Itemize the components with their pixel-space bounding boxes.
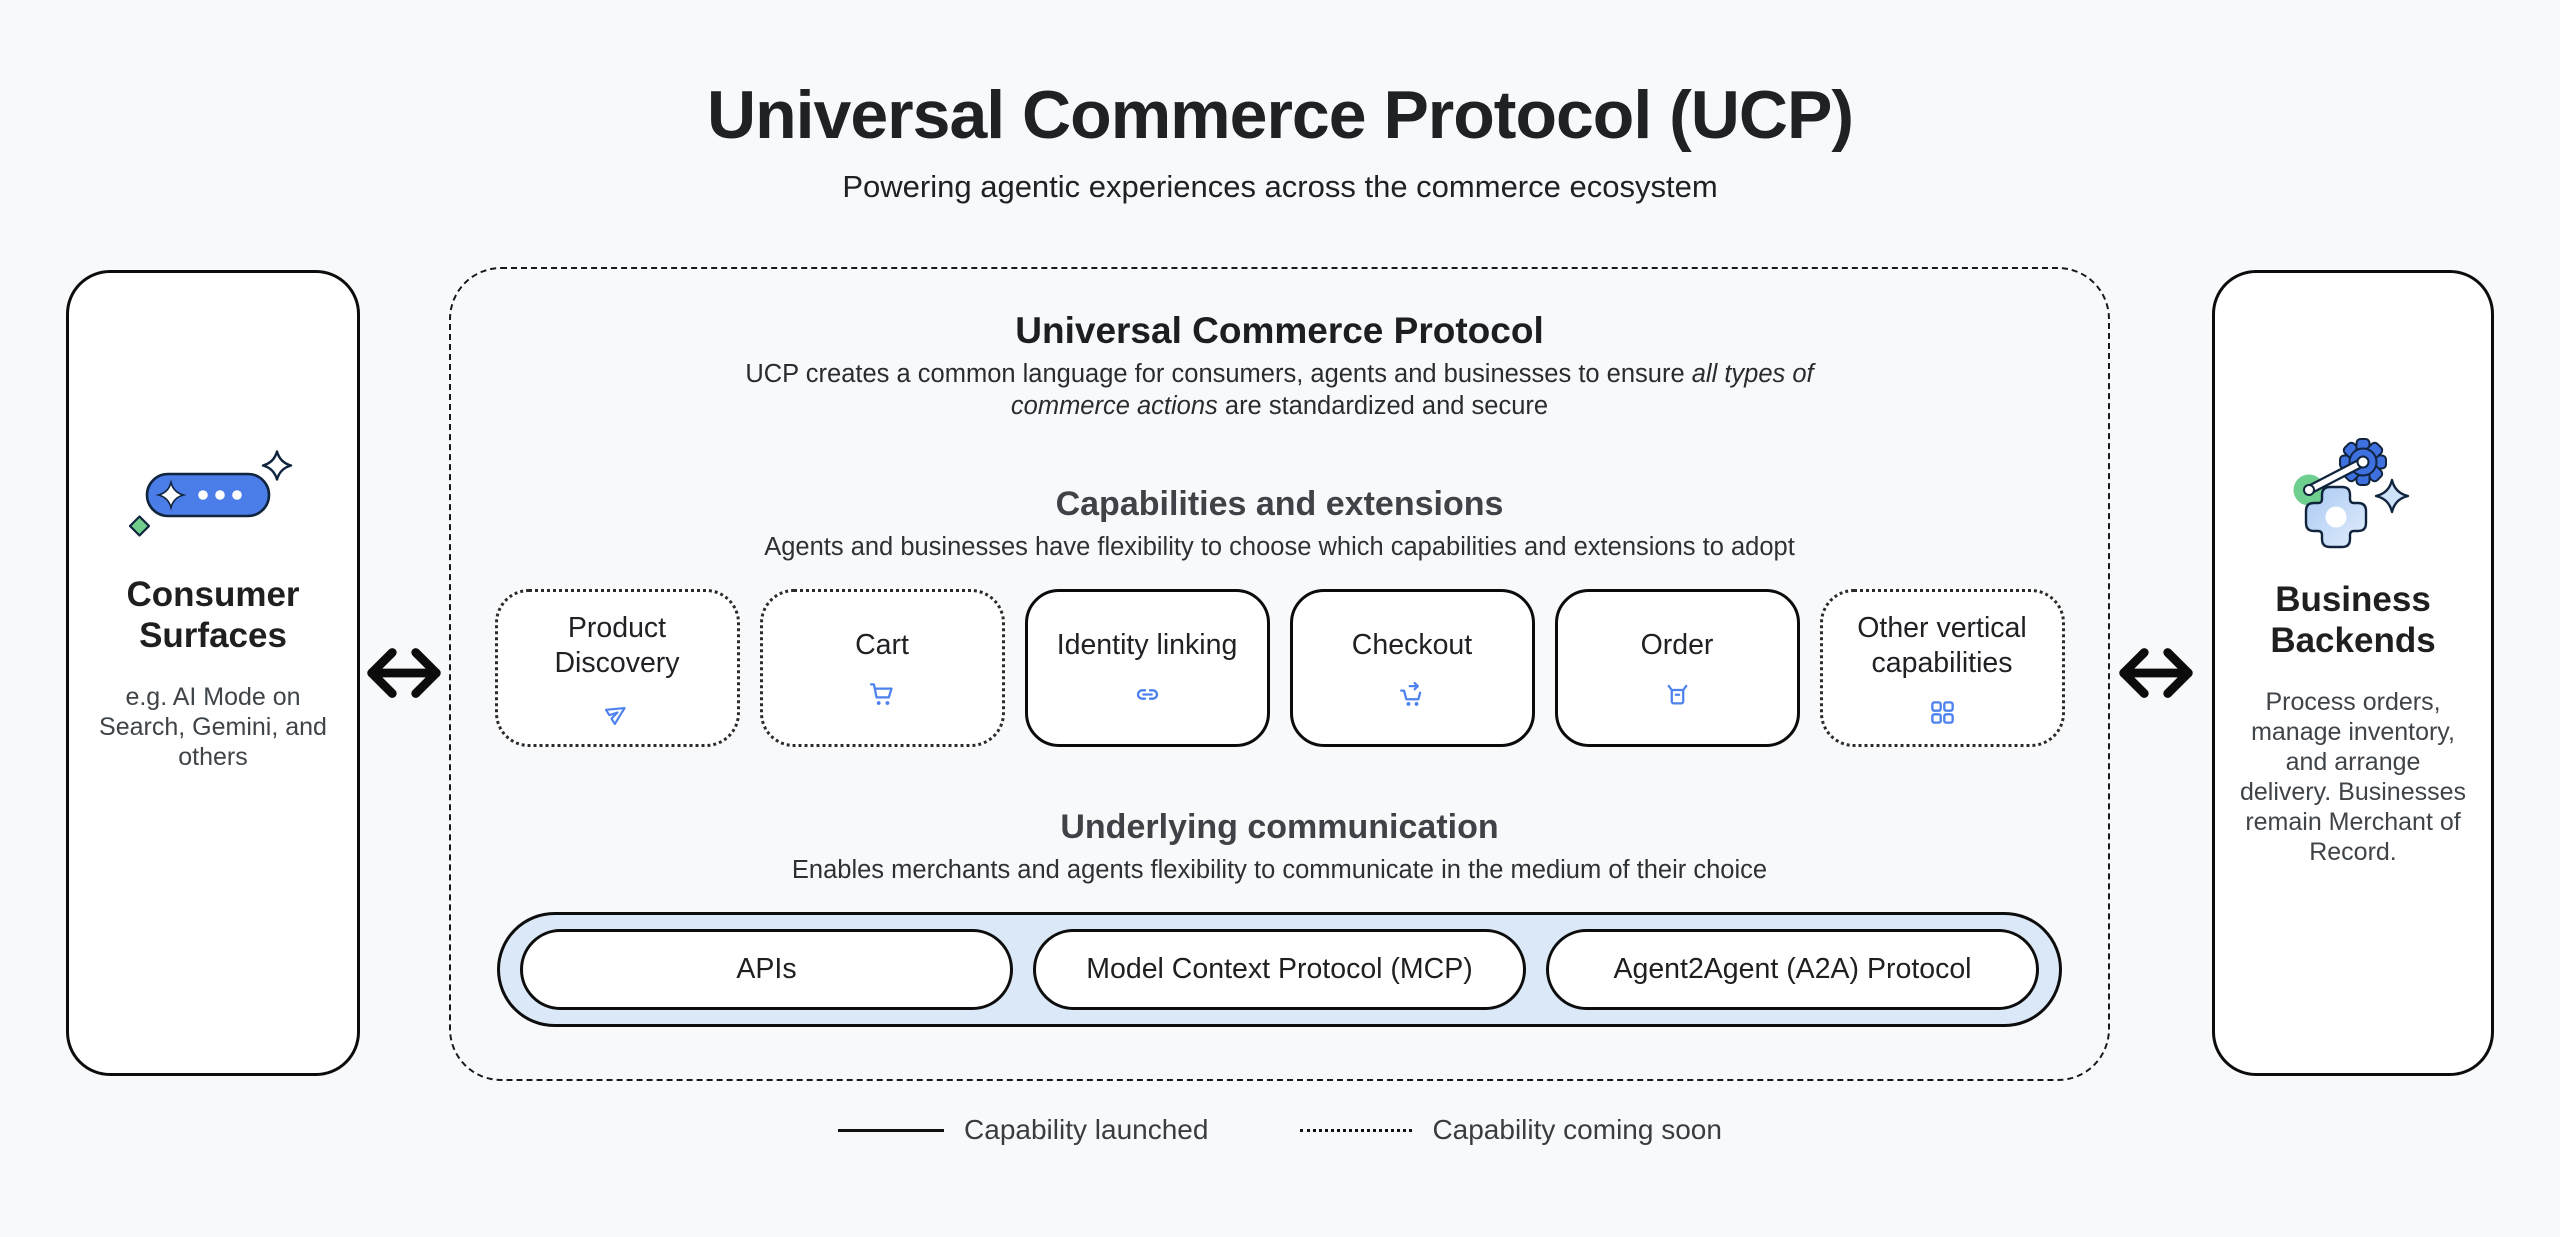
capability-card-identity-linking: Identity linking <box>1024 589 1270 747</box>
protocol-title: Universal Commerce Protocol <box>1015 310 1544 351</box>
business-backends-title: Business Backends <box>2270 580 2436 660</box>
order-box-icon <box>1667 684 1687 705</box>
dotted-line-swatch <box>1300 1128 1413 1132</box>
protocol-description-part1: UCP creates a common language for consum… <box>745 360 1692 388</box>
communication-title: Underlying communication <box>1060 808 1499 846</box>
capability-card-order: Order <box>1554 589 1800 747</box>
capability-card-label: Identity linking <box>1056 629 1238 661</box>
legend-launched-label: Capability launched <box>964 1114 1209 1145</box>
business-backends-panel: Business Backends Process orders, manage… <box>2212 270 2494 1076</box>
legend-coming-soon-label: Capability coming soon <box>1432 1114 1722 1145</box>
solid-line-swatch <box>838 1128 945 1132</box>
consumer-surfaces-caption: e.g. AI Mode on Search, Gemini, and othe… <box>99 683 327 771</box>
capability-card-label: Other vertical capabilities <box>1857 611 2027 679</box>
right-double-arrow-icon <box>2119 648 2193 698</box>
protocol-description: UCP creates a common language for consum… <box>720 359 1840 422</box>
capability-card-other-vertical: Other vertical capabilities <box>1819 589 2065 747</box>
page-title: Universal Commerce Protocol (UCP) <box>707 77 1854 153</box>
ucp-protocol-panel: Universal Commerce Protocol UCP creates … <box>449 267 2110 1081</box>
communication-layer: APIs Model Context Protocol (MCP) Agent2… <box>497 912 2062 1027</box>
pill-apis: APIs <box>520 929 1013 1010</box>
capability-card-cart: Cart <box>759 589 1005 747</box>
capability-card-label: Product Discovery <box>554 611 680 679</box>
communication-subtitle: Enables merchants and agents flexibility… <box>791 856 1768 884</box>
gears-sparkle-icon <box>2293 438 2410 549</box>
cart-checkout-icon <box>1399 681 1421 706</box>
capabilities-title: Capabilities and extensions <box>1055 485 1504 523</box>
consumer-surfaces-title: Consumer Surfaces <box>126 575 300 655</box>
chat-pill-sparkle-icon <box>128 450 293 537</box>
capability-cards-row: Product Discovery Cart Identity linking <box>451 589 2108 747</box>
send-icon <box>604 706 626 725</box>
legend: Capability launched Capability coming so… <box>0 1114 2560 1146</box>
capability-card-label: Cart <box>855 629 909 661</box>
capability-card-label: Checkout <box>1351 629 1473 661</box>
protocol-description-part2: are standardized and secure <box>1217 391 1549 420</box>
legend-item-launched: Capability launched <box>838 1114 1208 1146</box>
capability-card-product-discovery: Product Discovery <box>494 589 740 747</box>
protocol-description-italic: all types of commerce actions <box>1010 360 1814 420</box>
legend-item-coming-soon: Capability coming soon <box>1300 1114 1722 1146</box>
business-backends-caption: Process orders, manage inventory, and ar… <box>2239 688 2467 866</box>
pill-mcp: Model Context Protocol (MCP) <box>1033 929 1526 1010</box>
capability-card-label: Order <box>1640 629 1714 661</box>
page-subtitle: Powering agentic experiences across the … <box>842 169 1718 204</box>
capabilities-subtitle: Agents and businesses have flexibility t… <box>764 533 1795 561</box>
grid-icon <box>1930 700 1954 724</box>
consumer-surfaces-panel: Consumer Surfaces e.g. AI Mode on Search… <box>66 270 360 1076</box>
shopping-cart-icon <box>869 683 893 705</box>
pill-a2a: Agent2Agent (A2A) Protocol <box>1546 929 2039 1010</box>
capability-card-checkout: Checkout <box>1289 589 1535 747</box>
link-icon <box>1136 689 1158 700</box>
left-double-arrow-icon <box>367 648 441 698</box>
